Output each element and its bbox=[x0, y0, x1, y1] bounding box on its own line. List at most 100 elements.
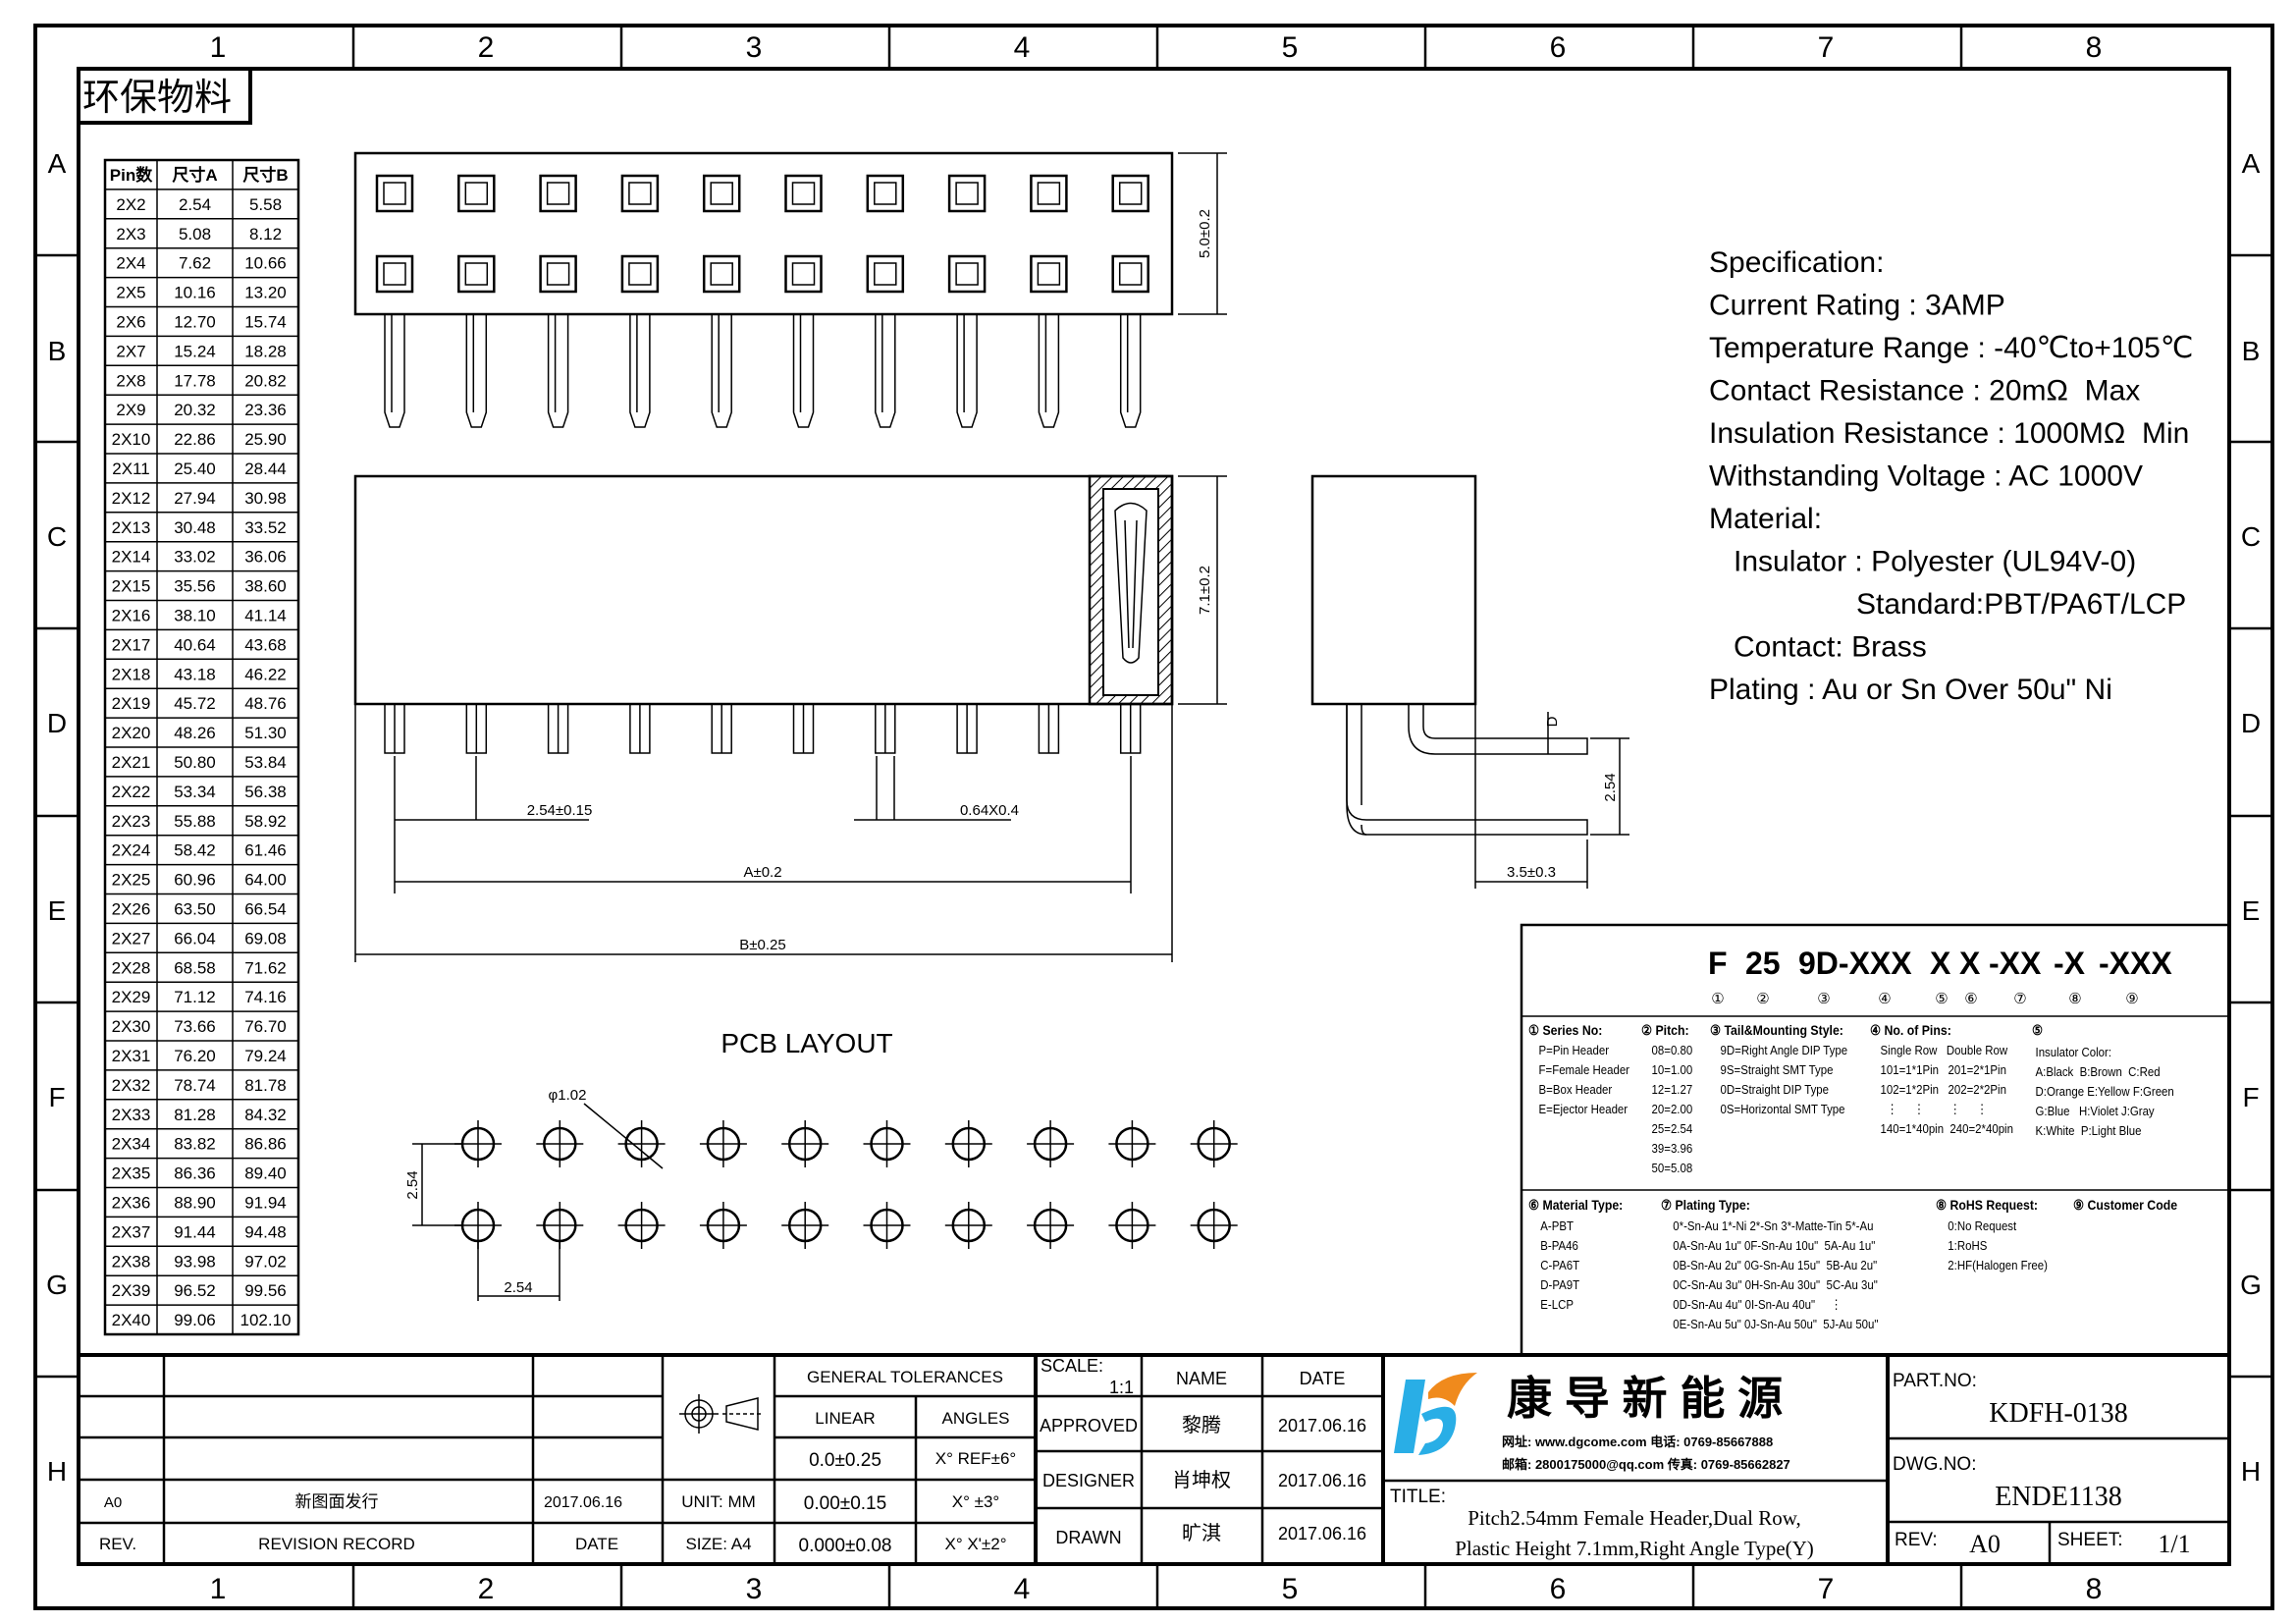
table-cell: 17.78 bbox=[174, 371, 216, 390]
part-code-marker: ⑤ bbox=[1935, 991, 1948, 1007]
contact-cavity-inner bbox=[1037, 182, 1061, 205]
dim-b: B±0.25 bbox=[354, 704, 1173, 962]
table-cell: 53.84 bbox=[244, 753, 287, 772]
table-cell: 93.98 bbox=[174, 1252, 216, 1271]
contact-cavity-inner bbox=[955, 262, 979, 286]
contact-cavity bbox=[947, 254, 987, 294]
contact-cavity bbox=[620, 254, 660, 294]
legend-item: K:White P:Light Blue bbox=[2036, 1123, 2142, 1138]
legend-item: 20=2.00 bbox=[1652, 1102, 1693, 1116]
table-cell: 28.44 bbox=[244, 460, 287, 478]
contact-cavity-inner bbox=[464, 262, 489, 286]
dim-label: 7.1±0.2 bbox=[1197, 566, 1213, 615]
table-cell: 2X22 bbox=[112, 783, 151, 801]
zone-column-label: 4 bbox=[1014, 1573, 1031, 1605]
table-cell: 86.86 bbox=[244, 1135, 287, 1154]
legend-item: D:Orange E:Yellow F:Green bbox=[2036, 1084, 2174, 1099]
table-cell: 2X6 bbox=[116, 313, 145, 332]
logo-orange-mark bbox=[1428, 1373, 1477, 1406]
table-cell: 8.12 bbox=[249, 225, 282, 244]
specification-block: Specification:Current Rating : 3AMPTempe… bbox=[1709, 246, 2194, 706]
legend-title: ⑤ bbox=[2032, 1022, 2043, 1038]
legend-title: ① Series No: bbox=[1528, 1022, 1602, 1038]
rev-label: REV: bbox=[1895, 1530, 1938, 1550]
legend-item: E-LCP bbox=[1540, 1297, 1574, 1312]
legend-item: 102=1*2Pin 202=2*2Pin bbox=[1881, 1082, 2007, 1097]
pin-tail bbox=[956, 314, 978, 428]
table-cell: 2X38 bbox=[112, 1252, 151, 1271]
title-line-2: Plastic Height 7.1mm,Right Angle Type(Y) bbox=[1455, 1537, 1814, 1560]
table-cell: 30.98 bbox=[244, 489, 287, 508]
table-cell: 96.52 bbox=[174, 1281, 216, 1300]
contact-cavity-inner bbox=[628, 182, 652, 205]
legend-item: 101=1*1Pin 201=2*1Pin bbox=[1881, 1062, 2007, 1077]
table-cell: 2X30 bbox=[112, 1017, 151, 1036]
pin-tail bbox=[384, 314, 405, 428]
table-cell: 2X14 bbox=[112, 548, 151, 567]
angles-header: ANGLES bbox=[942, 1409, 1010, 1428]
dim-top-height: 5.0±0.2 bbox=[1178, 152, 1227, 315]
legend-column: ④ No. of Pins:Single Row Double Row101=1… bbox=[1870, 1022, 2013, 1136]
zone-column-label: 1 bbox=[210, 1573, 227, 1605]
company-name: 康 导 新 能 源 bbox=[1507, 1373, 1783, 1424]
zone-column-label: 5 bbox=[1282, 1573, 1299, 1605]
spec-line: Current Rating : 3AMP bbox=[1709, 290, 2005, 322]
contact-cavity bbox=[457, 254, 496, 294]
part-code-marker: ① bbox=[1711, 991, 1724, 1007]
date-header: DATE bbox=[1300, 1369, 1346, 1388]
zone-column-label: 8 bbox=[2086, 1573, 2103, 1605]
legend-item: B-PA46 bbox=[1540, 1238, 1578, 1253]
pin-tail bbox=[1038, 314, 1060, 428]
pcb-row-pitch: 2.54 bbox=[404, 1170, 421, 1199]
legend-title: ⑧ RoHS Request: bbox=[1936, 1197, 2038, 1213]
zone-row-label: H bbox=[47, 1456, 67, 1487]
legend-column: ⑥ Material Type:A-PBTB-PA46C-PA6TD-PA9TE… bbox=[1528, 1197, 1623, 1312]
table-cell: 2X10 bbox=[112, 430, 151, 449]
drawn-date: 2017.06.16 bbox=[1278, 1524, 1366, 1543]
table-cell: 35.56 bbox=[174, 577, 216, 596]
table-cell: 2X33 bbox=[112, 1106, 151, 1124]
name-header: NAME bbox=[1176, 1369, 1227, 1388]
legend-column: ⑧ RoHS Request:0:No Request1:RoHS2:HF(Ha… bbox=[1936, 1197, 2048, 1272]
zone-row-label: C bbox=[2241, 521, 2261, 552]
pin-tail bbox=[792, 314, 815, 428]
table-cell: 43.18 bbox=[174, 665, 216, 683]
table-cell: 2X9 bbox=[116, 401, 145, 419]
pcb-col-pitch: 2.54 bbox=[504, 1279, 532, 1296]
table-cell: 30.48 bbox=[174, 518, 216, 537]
contact-cavity-inner bbox=[546, 182, 570, 205]
size-label: SIZE: A4 bbox=[685, 1535, 751, 1553]
table-cell: 2X21 bbox=[112, 753, 151, 772]
legend-title: ④ No. of Pins: bbox=[1870, 1022, 1951, 1038]
dim-label: D bbox=[1544, 716, 1561, 727]
title-line-1: Pitch2.54mm Female Header,Dual Row, bbox=[1468, 1506, 1801, 1530]
zone-row-label: E bbox=[2242, 895, 2261, 926]
legend-item: 25=2.54 bbox=[1652, 1121, 1693, 1136]
legend-item: B=Box Header bbox=[1539, 1082, 1613, 1097]
table-cell: 2X40 bbox=[112, 1311, 151, 1329]
designer-name: 肖坤权 bbox=[1172, 1469, 1231, 1491]
spec-line: Contact Resistance : 20mΩ Max bbox=[1709, 375, 2140, 407]
linear-header: LINEAR bbox=[815, 1409, 875, 1428]
table-cell: 2X5 bbox=[116, 284, 145, 302]
top-view bbox=[353, 151, 1174, 428]
contact-cavity bbox=[1111, 174, 1149, 213]
contact-cavity bbox=[1030, 174, 1068, 213]
table-cell: 2X16 bbox=[112, 607, 151, 625]
eco-label-text: 环保物料 bbox=[82, 78, 232, 119]
table-cell: 23.36 bbox=[244, 401, 287, 419]
front-view bbox=[353, 474, 1174, 754]
spec-line: Material: bbox=[1709, 503, 1822, 535]
contact-cavity bbox=[947, 174, 987, 213]
legend-item: 0D=Straight DIP Type bbox=[1721, 1082, 1830, 1097]
contact-cavity bbox=[375, 174, 414, 213]
legend-item: ⋮ ⋮ ⋮ ⋮ bbox=[1881, 1102, 1988, 1116]
legend-item: G:Blue H:Violet J:Gray bbox=[2036, 1104, 2156, 1118]
table-cell: 2X8 bbox=[116, 371, 145, 390]
spec-line: Withstanding Voltage : AC 1000V bbox=[1709, 460, 2143, 493]
part-code-marker: ⑥ bbox=[1964, 991, 1977, 1007]
part-code-segment: X bbox=[1930, 946, 1951, 981]
